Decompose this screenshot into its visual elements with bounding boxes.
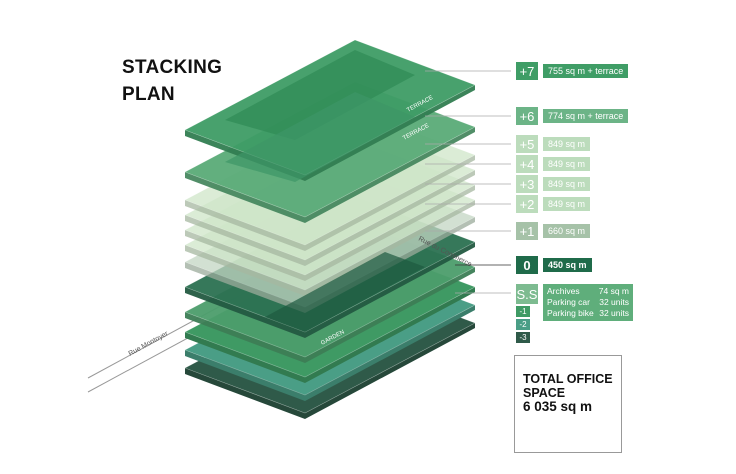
page-title: STACKING PLAN [122, 54, 222, 108]
level-area: 450 sq m [543, 258, 592, 272]
row-value: 74 sq m [598, 286, 629, 296]
level-badge: +1 [516, 222, 538, 240]
level-badge: +5 [516, 135, 538, 153]
street-label-montoyer: Rue Montoyer [128, 330, 170, 358]
total-office-space: TOTAL OFFICE SPACE 6 035 sq m [514, 355, 622, 453]
row-name: Parking bike [547, 308, 594, 318]
title-line: STACKING [122, 57, 223, 78]
level-area: 755 sq m + terrace [543, 64, 629, 78]
level-badge: +3 [516, 175, 538, 193]
row-name: Parking car [547, 297, 590, 307]
terrace-area [225, 92, 415, 182]
garden-area [265, 252, 425, 332]
level-area: 849 sq m [543, 157, 591, 171]
level-area: 849 sq m [543, 137, 591, 151]
level-badge: 0 [516, 256, 538, 274]
sublevel-badge: -3 [516, 332, 530, 343]
row-value: 32 units [599, 308, 629, 318]
sublevel-badge: -2 [516, 319, 530, 330]
level-badge: +4 [516, 155, 538, 173]
title-line: PLAN [122, 84, 175, 105]
basement-row: Parking bike 32 units [547, 308, 629, 319]
basement-info: Archives 74 sq m Parking car 32 units Park… [543, 284, 633, 321]
basement-row: Parking car 32 units [547, 297, 629, 308]
row-value: 32 units [599, 297, 629, 307]
basement-row: Archives 74 sq m [547, 286, 629, 297]
level-badge: +2 [516, 195, 538, 213]
total-value: 6 035 sq m [523, 399, 593, 414]
level-area: 660 sq m [543, 224, 591, 238]
level-badge-ss: S.S [516, 284, 538, 304]
level-area: 849 sq m [543, 197, 591, 211]
level-area: 774 sq m + terrace [543, 109, 629, 123]
level-badge: +7 [516, 62, 538, 80]
row-name: Archives [547, 286, 580, 296]
terrace-area [225, 50, 415, 140]
level-badge: +6 [516, 107, 538, 125]
level-area: 849 sq m [543, 177, 591, 191]
total-label: TOTAL OFFICE [523, 372, 613, 386]
total-label: SPACE [523, 386, 566, 400]
sublevel-badge: -1 [516, 306, 530, 317]
